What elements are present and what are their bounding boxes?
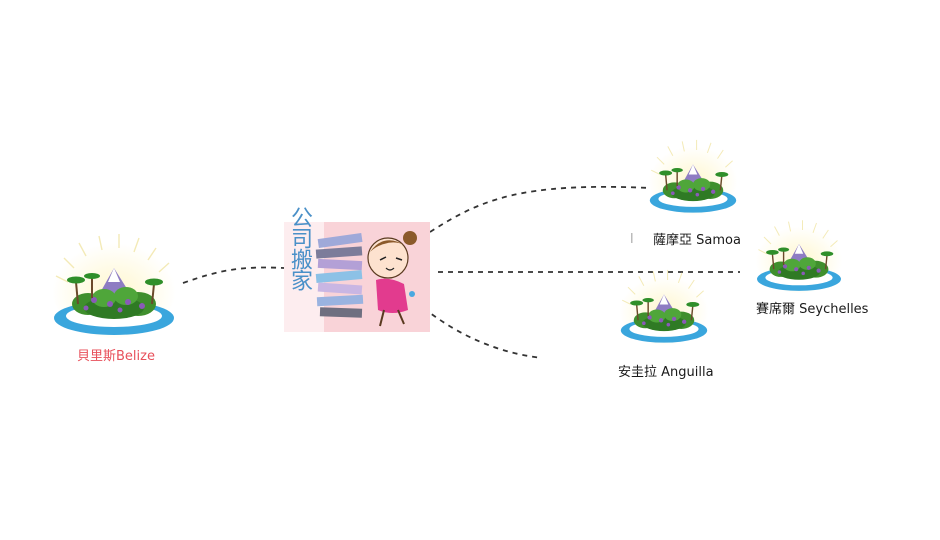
moving-character-icon xyxy=(284,222,430,332)
destination-label-seychelles: 賽席爾 Seychelles xyxy=(756,302,869,317)
decorative-mark xyxy=(631,233,633,243)
destination-label-samoa: 薩摩亞 Samoa xyxy=(653,233,741,248)
island-icon-seychelles xyxy=(754,219,844,294)
island-icon-anguilla xyxy=(618,269,710,346)
connector-center-to-anguilla xyxy=(415,301,543,359)
island-icon-samoa xyxy=(647,139,739,216)
origin-label-belize: 貝里斯Belize xyxy=(77,349,155,364)
island-icon-belize xyxy=(51,233,177,339)
connector-belize-to-center xyxy=(182,266,285,284)
center-title: 公司搬家 xyxy=(287,206,312,290)
destination-label-anguilla: 安圭拉 Anguilla xyxy=(618,365,714,380)
company-relocation-illustration: 公司搬家 xyxy=(284,206,430,332)
connector-center-to-samoa xyxy=(429,185,651,233)
